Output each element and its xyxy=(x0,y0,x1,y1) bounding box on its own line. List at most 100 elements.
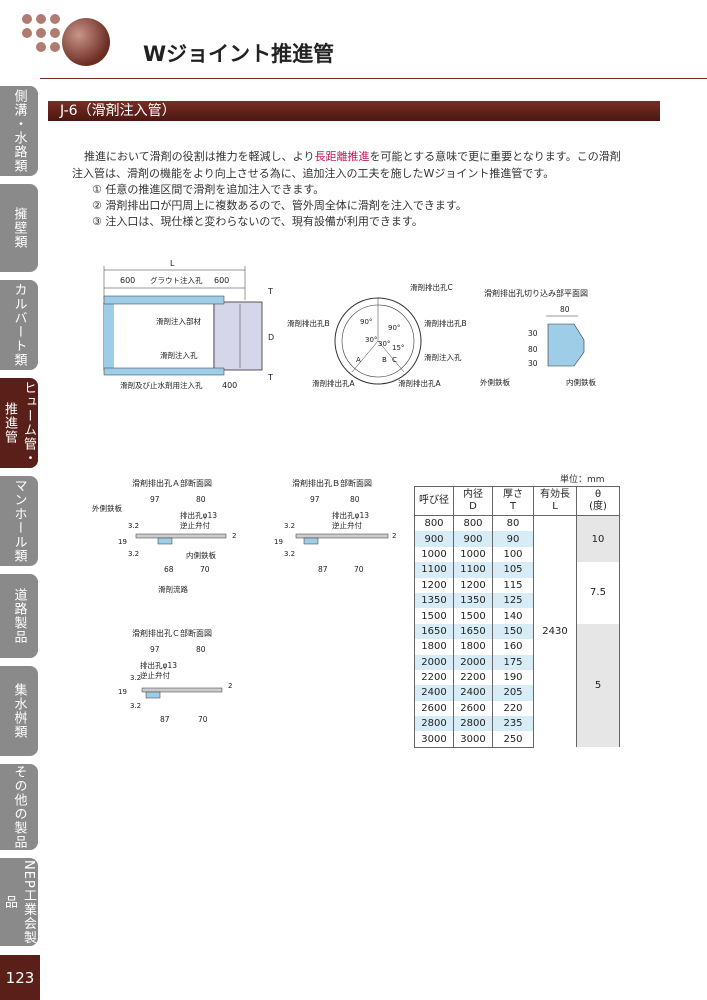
svg-text:600: 600 xyxy=(214,276,229,285)
tab-hume-pipe[interactable]: ヒューム管・推進管 xyxy=(0,378,38,468)
col-header: 呼び径 xyxy=(414,486,454,516)
tab-road[interactable]: 道路製品 xyxy=(0,574,38,658)
tab-culvert[interactable]: カルバート類 xyxy=(0,280,38,370)
svg-text:滑剤排出孔B: 滑剤排出孔B xyxy=(424,318,467,328)
svg-text:19: 19 xyxy=(118,538,127,546)
svg-text:15°: 15° xyxy=(392,344,404,352)
logo-dots xyxy=(22,14,72,64)
svg-text:400: 400 xyxy=(222,381,237,390)
svg-text:滑剤排出孔A: 滑剤排出孔A xyxy=(312,378,355,388)
list-item: ③ 注入口は、現仕様と変わらないので、現有設備が利用できます。 xyxy=(92,215,423,228)
svg-text:滑剤排出孔B: 滑剤排出孔B xyxy=(287,318,330,328)
col-header: θ(度) xyxy=(576,486,620,516)
tab-other[interactable]: その他の製品 xyxy=(0,764,38,850)
svg-text:逆止弁付: 逆止弁付 xyxy=(140,670,170,680)
svg-text:外側鉄板: 外側鉄板 xyxy=(92,503,122,513)
svg-text:T: T xyxy=(267,373,273,382)
svg-text:滑剤排出孔Ａ部断面図: 滑剤排出孔Ａ部断面図 xyxy=(132,478,212,488)
svg-text:グラウト注入孔: グラウト注入孔 xyxy=(150,275,203,285)
svg-text:A: A xyxy=(356,356,361,364)
svg-text:T: T xyxy=(267,287,273,296)
svg-text:3.2: 3.2 xyxy=(128,550,139,558)
side-view: L 600 600 グラウト注入孔 滑剤注入部材 滑剤注入孔 滑剤及び止水剤用注… xyxy=(103,259,274,390)
svg-text:排出孔φ13: 排出孔φ13 xyxy=(180,510,217,520)
svg-text:3.2: 3.2 xyxy=(130,674,141,682)
section-b: 滑剤排出孔Ｂ部断面図 97 80 排出孔φ13 逆止弁付 87 70 3.2 1… xyxy=(274,478,396,574)
svg-text:L: L xyxy=(170,259,175,268)
svg-text:内側鉄板: 内側鉄板 xyxy=(186,550,216,560)
svg-text:30: 30 xyxy=(528,359,538,368)
svg-text:滑剤注入孔: 滑剤注入孔 xyxy=(424,352,462,362)
tab-gutter[interactable]: 側溝・水路類 xyxy=(0,86,38,176)
title-rule xyxy=(40,78,707,79)
svg-text:70: 70 xyxy=(200,565,210,574)
svg-text:97: 97 xyxy=(150,645,160,654)
svg-text:滑剤注入孔: 滑剤注入孔 xyxy=(160,350,198,360)
intro-text: 推進において滑剤の役割は推力を軽減し、より長距離推進を可能とする意味で更に重要と… xyxy=(72,150,621,180)
svg-text:滑剤排出孔切り込み部平面図: 滑剤排出孔切り込み部平面図 xyxy=(484,288,588,298)
svg-text:排出孔φ13: 排出孔φ13 xyxy=(140,660,177,670)
svg-text:600: 600 xyxy=(120,276,135,285)
svg-text:80: 80 xyxy=(196,645,206,654)
section-title: J-6（滑剤注入管） xyxy=(48,101,660,121)
svg-text:外側鉄板: 外側鉄板 xyxy=(480,377,510,387)
svg-text:滑剤排出孔Ｂ部断面図: 滑剤排出孔Ｂ部断面図 xyxy=(292,478,372,488)
svg-text:80: 80 xyxy=(528,345,538,354)
section-c: 滑剤排出孔Ｃ部断面図 97 80 排出孔φ13 逆止弁付 87 70 3.2 1… xyxy=(118,628,232,724)
svg-text:逆止弁付: 逆止弁付 xyxy=(332,520,362,530)
svg-text:排出孔φ13: 排出孔φ13 xyxy=(332,510,369,520)
svg-text:滑剤及び止水剤用注入孔: 滑剤及び止水剤用注入孔 xyxy=(120,380,203,390)
tab-retaining-wall[interactable]: 擁壁類 xyxy=(0,184,38,272)
list-item: ② 滑剤排出口が円周上に複数あるので、管外周全体に滑剤を注入できます。 xyxy=(92,199,467,212)
svg-text:80: 80 xyxy=(196,495,206,504)
svg-text:80: 80 xyxy=(560,305,570,314)
svg-text:滑剤排出孔C: 滑剤排出孔C xyxy=(410,282,453,292)
svg-text:滑剤排出孔Ｃ部断面図: 滑剤排出孔Ｃ部断面図 xyxy=(132,628,212,638)
svg-text:97: 97 xyxy=(310,495,320,504)
svg-text:70: 70 xyxy=(198,715,208,724)
section-a: 滑剤排出孔Ａ部断面図 97 80 外側鉄板 排出孔φ13 逆止弁付 内側鉄板 滑… xyxy=(92,478,236,594)
svg-text:3.2: 3.2 xyxy=(284,522,295,530)
svg-text:19: 19 xyxy=(274,538,283,546)
svg-text:68: 68 xyxy=(164,565,174,574)
svg-text:2: 2 xyxy=(228,682,232,690)
svg-text:19: 19 xyxy=(118,688,127,696)
svg-text:87: 87 xyxy=(160,715,170,724)
svg-text:3.2: 3.2 xyxy=(128,522,139,530)
svg-text:30°: 30° xyxy=(365,336,377,344)
svg-text:滑剤注入部材: 滑剤注入部材 xyxy=(156,316,201,326)
page-number: 123 xyxy=(0,955,40,1000)
svg-text:3.2: 3.2 xyxy=(130,702,141,710)
front-view: 滑剤排出孔C 滑剤排出孔B 滑剤排出孔B 滑剤注入孔 滑剤排出孔A 滑剤排出孔A… xyxy=(287,282,467,388)
page-title: Wジョイント推進管 xyxy=(143,42,335,66)
svg-text:D: D xyxy=(268,333,274,342)
svg-text:2: 2 xyxy=(232,532,236,540)
table-unit: 単位：mm xyxy=(560,475,605,485)
tab-nep[interactable]: NEP工業会製品 xyxy=(0,858,38,946)
svg-text:C: C xyxy=(392,356,397,364)
tab-catch-basin[interactable]: 集水桝類 xyxy=(0,666,38,756)
logo-circle xyxy=(62,18,110,66)
svg-text:90°: 90° xyxy=(388,324,400,332)
svg-text:80: 80 xyxy=(350,495,360,504)
tab-manhole[interactable]: マンホール類 xyxy=(0,476,38,566)
svg-text:B: B xyxy=(382,356,387,364)
